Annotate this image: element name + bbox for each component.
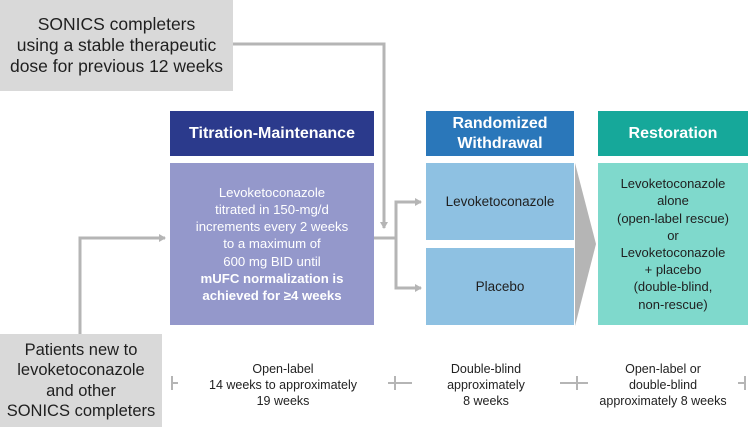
timeline-titration-label: Open-label 14 weeks to approximately 19 … <box>178 361 388 409</box>
withdrawal-header: Randomized Withdrawal <box>426 111 574 156</box>
restoration-line-2: alone <box>657 193 689 209</box>
new-patients-line-1: Patients new to <box>24 340 138 359</box>
restoration-line-3: (open-label rescue) <box>616 210 729 226</box>
new-patients-line-3: and other <box>46 381 116 400</box>
titration-header: Titration-Maintenance <box>170 111 374 156</box>
timeline-restoration-line-3: approximately 8 weeks <box>599 394 727 408</box>
timeline-restoration-line-1: Open-label or <box>625 362 701 376</box>
restoration-header-text: Restoration <box>628 124 718 142</box>
titration-body: Levoketoconazole titrated in 150-mg/d in… <box>170 163 374 325</box>
restoration-line-6: + placebo <box>644 262 702 278</box>
restoration-header: Restoration <box>598 111 748 156</box>
withdrawal-drug-arm: Levoketoconazole <box>426 163 574 240</box>
new-patients-connector <box>78 234 166 334</box>
stable-completers-box: SONICS completers using a stable therape… <box>0 0 233 91</box>
titration-bold-line-1: mUFC normalization is <box>200 270 344 286</box>
withdrawal-header-line-2: Withdrawal <box>457 134 543 152</box>
restoration-body: Levoketoconazole alone (open-label rescu… <box>598 163 748 325</box>
to-placebo-arm-arrow <box>394 238 422 292</box>
stable-completers-connector <box>233 42 388 229</box>
timeline-restoration-label: Open-label or double-blind approximately… <box>588 361 738 409</box>
titration-line-4: to a maximum of <box>223 236 321 252</box>
timeline-withdrawal-line-3: 8 weeks <box>463 394 509 408</box>
new-patients-line-2: levoketoconazole <box>17 361 145 379</box>
timeline-restoration-line-2: double-blind <box>588 377 738 393</box>
withdrawal-header-line-1: Randomized <box>452 114 548 132</box>
timeline-titration-line-2: 14 weeks to approximately <box>178 377 388 393</box>
timeline-titration-line-3: 19 weeks <box>256 394 310 408</box>
restoration-line-8: non-rescue) <box>638 296 708 312</box>
to-drug-arm-arrow <box>394 198 422 238</box>
titration-line-5: 600 mg BID until <box>223 253 321 269</box>
stable-completers-line-2: using a stable therapeutic <box>16 35 217 55</box>
stable-completers-line-3: dose for previous 12 weeks <box>9 56 224 76</box>
restoration-line-5: Levoketoconazole <box>620 245 726 260</box>
timeline-withdrawal-line-2: approximately <box>412 377 560 393</box>
timeline-withdrawal-line-1: Double-blind <box>450 362 522 376</box>
new-patients-box: Patients new to levoketoconazole and oth… <box>0 334 162 427</box>
timeline-withdrawal-label: Double-blind approximately 8 weeks <box>412 361 560 409</box>
stable-completers-line-1: SONICS completers <box>37 14 196 34</box>
titration-line-1: Levoketoconazole <box>218 184 326 200</box>
titration-header-text: Titration-Maintenance <box>189 124 355 142</box>
withdrawal-to-restoration-chevron <box>575 163 596 326</box>
titration-line-2: titrated in 150-mg/d <box>215 201 329 217</box>
titration-bold-line-2: achieved for ≥4 weeks <box>202 288 342 303</box>
withdrawal-placebo-arm-label: Placebo <box>475 279 525 294</box>
withdrawal-placebo-arm: Placebo <box>426 248 574 325</box>
restoration-line-1: Levoketoconazole <box>620 176 726 192</box>
withdrawal-drug-arm-label: Levoketoconazole <box>445 194 555 209</box>
restoration-line-4: or <box>667 227 679 243</box>
new-patients-line-4: SONICS completers <box>6 402 156 420</box>
timeline-titration-line-1: Open-label <box>252 362 314 376</box>
titration-line-3: increments every 2 weeks <box>195 219 349 235</box>
restoration-line-7: (double-blind, <box>633 279 713 295</box>
